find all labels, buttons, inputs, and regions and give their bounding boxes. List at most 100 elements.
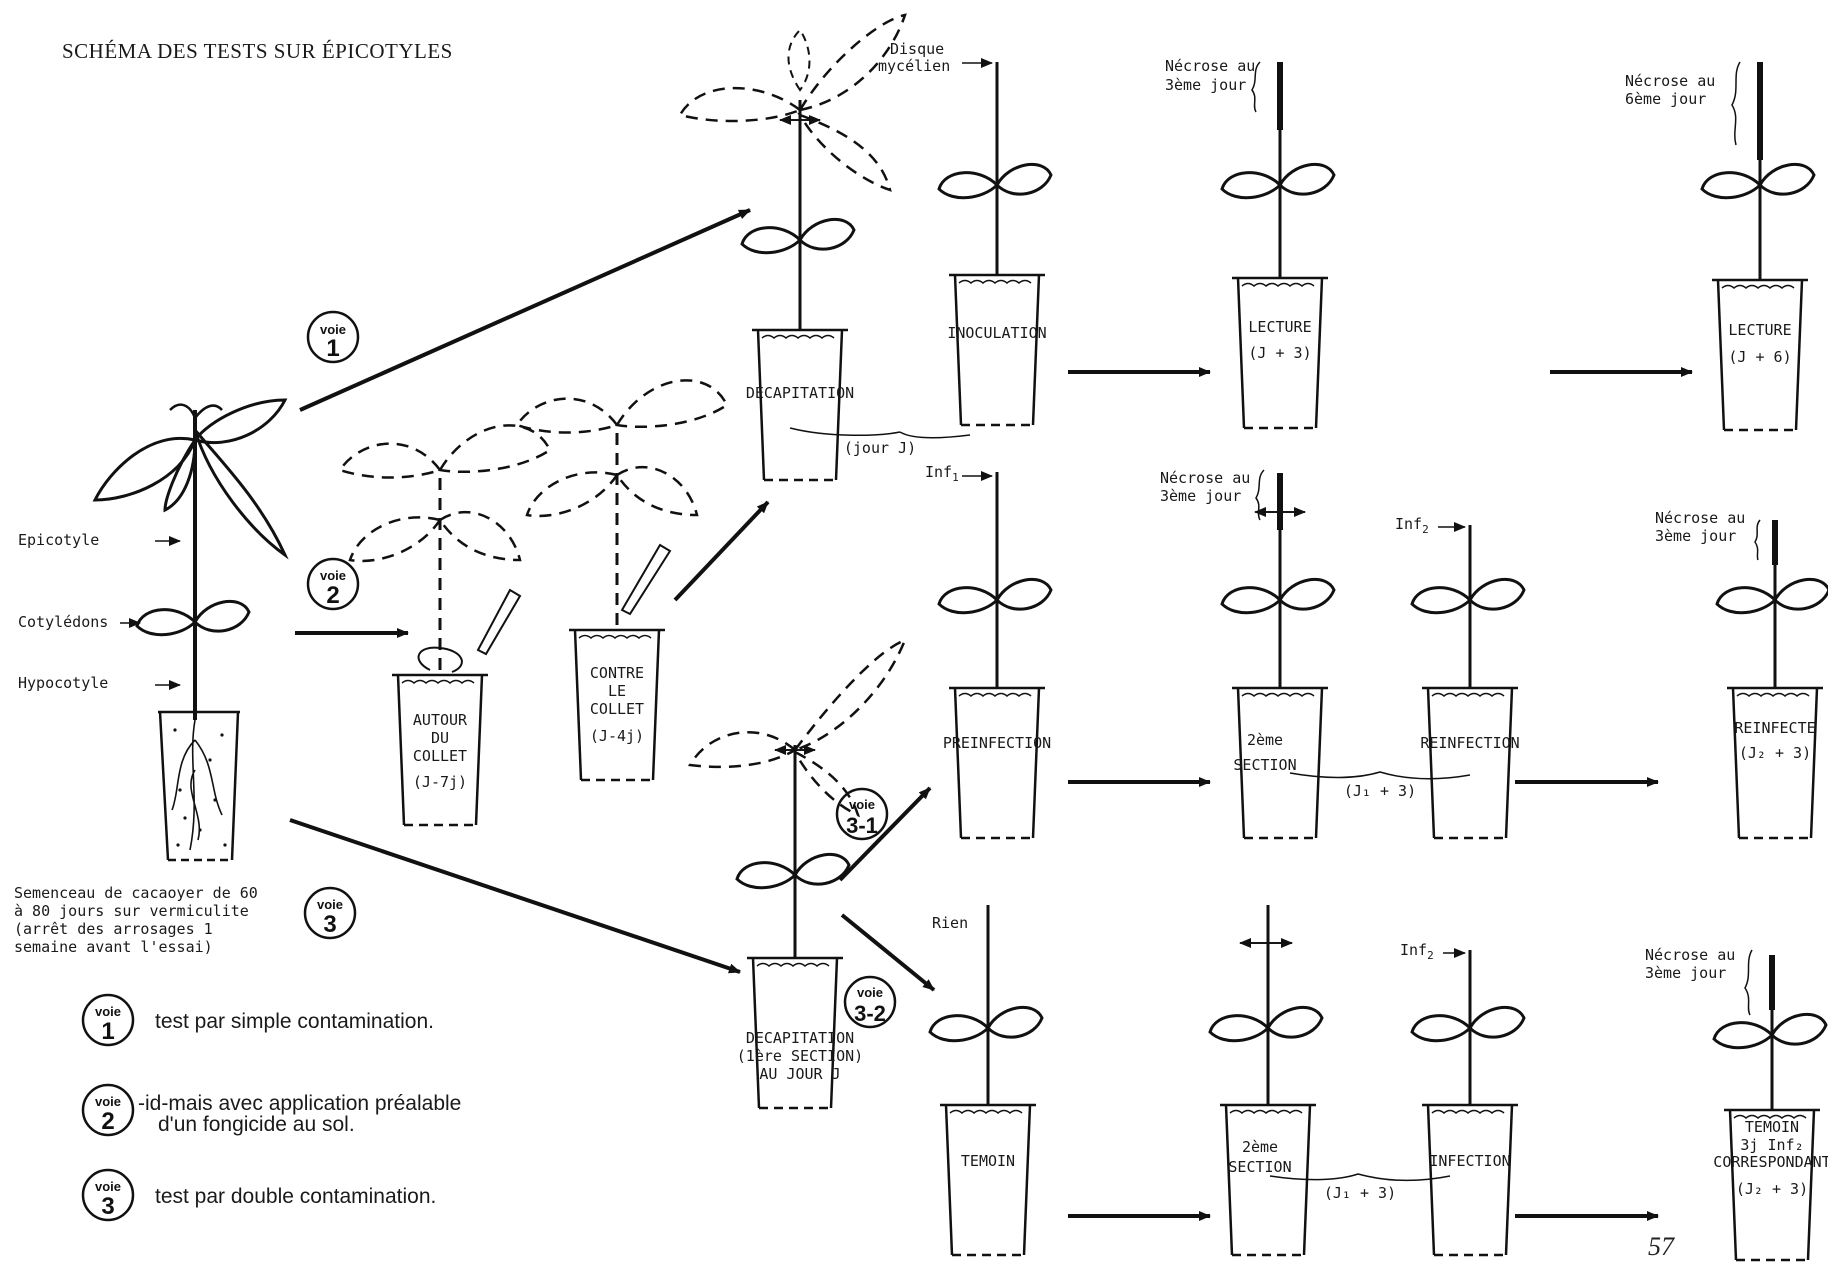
svg-text:voie: voie — [95, 1004, 121, 1019]
seedling-caption: Semenceau de cacaoyer de 60 à 80 jours s… — [14, 884, 258, 956]
note-disque: Disque — [890, 40, 944, 58]
legend-voie-3: voie 3 test par double contamination. — [83, 1170, 436, 1220]
seedling-illustration — [95, 400, 285, 860]
svg-text:voie: voie — [857, 985, 883, 1000]
note-necrose-3c-b: 3ème jour — [1655, 527, 1736, 545]
svg-text:LECTURE: LECTURE — [1728, 321, 1791, 339]
svg-text:INOCULATION: INOCULATION — [947, 324, 1046, 342]
svg-text:(J₂ + 3): (J₂ + 3) — [1739, 744, 1811, 762]
svg-text:AUTOUR: AUTOUR — [413, 711, 468, 729]
svg-text:(J₁ + 3): (J₁ + 3) — [1344, 782, 1416, 800]
svg-text:CORRESPONDANT: CORRESPONDANT — [1713, 1153, 1828, 1171]
svg-text:voie: voie — [95, 1179, 121, 1194]
legend-voie-2: voie 2 -id-mais avec application préalab… — [83, 1085, 461, 1136]
pot-autour-du-collet: AUTOUR DU COLLET (J-7j) — [340, 425, 550, 825]
svg-text:(arrêt des arrosages 1: (arrêt des arrosages 1 — [14, 920, 213, 938]
svg-text:2: 2 — [326, 582, 339, 609]
svg-text:(J-7j): (J-7j) — [413, 773, 467, 791]
svg-text:test par simple contamination.: test par simple contamination. — [155, 1010, 434, 1033]
svg-text:(J₂ + 3): (J₂ + 3) — [1736, 1180, 1808, 1198]
note-inf2: Inf2 — [1395, 515, 1429, 536]
note-necrose-j6-b: 6ème jour — [1625, 90, 1706, 108]
svg-text:3: 3 — [323, 911, 336, 938]
note-necrose-3d-b: 3ème jour — [1645, 964, 1726, 982]
svg-text:COLLET: COLLET — [590, 700, 644, 718]
note-necrose-3b-b: 3ème jour — [1160, 487, 1241, 505]
svg-text:DECAPITATION: DECAPITATION — [746, 384, 854, 402]
label-epicotyle: Epicotyle — [18, 531, 99, 549]
svg-text:REINFECTE: REINFECTE — [1734, 719, 1815, 737]
voie-3-1-badge: voie 3-1 — [837, 789, 887, 839]
note-inf2-b: Inf2 — [1400, 941, 1434, 962]
svg-text:INFECTION: INFECTION — [1429, 1152, 1510, 1170]
note-necrose-3d: Nécrose au — [1645, 946, 1735, 964]
svg-text:voie: voie — [317, 897, 343, 912]
note-inf1: Inf1 — [925, 463, 959, 484]
svg-text:(jour J): (jour J) — [844, 439, 916, 457]
svg-text:3: 3 — [101, 1193, 114, 1220]
svg-text:2: 2 — [101, 1108, 114, 1135]
pot-reinfecte: REINFECTE (J₂ + 3) — [1717, 520, 1828, 838]
svg-text:3j Inf₂: 3j Inf₂ — [1740, 1136, 1803, 1154]
note-mycelien: mycélien — [878, 57, 950, 75]
svg-text:-id-mais avec application préa: -id-mais avec application préalable — [138, 1092, 461, 1115]
svg-text:PREINFECTION: PREINFECTION — [943, 734, 1051, 752]
svg-text:test par double contamination.: test par double contamination. — [155, 1185, 436, 1208]
diagram-title: SCHÉMA DES TESTS SUR ÉPICOTYLES — [62, 39, 453, 63]
svg-text:1: 1 — [326, 335, 339, 362]
page-number: 57 — [1648, 1232, 1675, 1261]
note-rien: Rien — [932, 914, 968, 932]
svg-text:Semenceau de cacaoyer de 60: Semenceau de cacaoyer de 60 — [14, 884, 258, 902]
svg-text:2ème: 2ème — [1242, 1138, 1278, 1156]
note-necrose-j6: Nécrose au — [1625, 72, 1715, 90]
legend-voie-1: voie 1 test par simple contamination. — [83, 995, 434, 1045]
pot-preinfection: PREINFECTION — [939, 472, 1051, 838]
label-cotyledons: Cotylédons — [18, 613, 108, 631]
pot-reinfection: REINFECTION — [1412, 525, 1524, 838]
svg-text:(J + 3): (J + 3) — [1248, 344, 1311, 362]
svg-text:1: 1 — [101, 1018, 114, 1045]
svg-text:(J + 6): (J + 6) — [1728, 348, 1791, 366]
svg-text:(1ère SECTION): (1ère SECTION) — [737, 1047, 863, 1065]
svg-text:3-2: 3-2 — [854, 1001, 886, 1026]
voie-1-badge: voie 1 — [308, 312, 358, 362]
svg-text:DU: DU — [431, 729, 449, 747]
svg-text:2ème: 2ème — [1247, 731, 1283, 749]
svg-text:(J-4j): (J-4j) — [590, 727, 644, 745]
svg-text:d'un fongicide au sol.: d'un fongicide au sol. — [158, 1113, 355, 1136]
svg-text:AU JOUR J: AU JOUR J — [759, 1065, 840, 1083]
svg-text:CONTRE: CONTRE — [590, 664, 644, 682]
pot-decapitation-premiere-section: DECAPITATION (1ère SECTION) AU JOUR J — [690, 640, 905, 1108]
pot-lecture-j6: LECTURE (J + 6) — [1702, 62, 1814, 430]
svg-text:voie: voie — [95, 1094, 121, 1109]
svg-text:REINFECTION: REINFECTION — [1420, 734, 1519, 752]
label-hypocotyle: Hypocotyle — [18, 674, 108, 692]
svg-text:3-1: 3-1 — [846, 813, 878, 838]
note-necrose-j3: Nécrose au — [1165, 57, 1255, 75]
svg-text:COLLET: COLLET — [413, 747, 467, 765]
note-necrose-3b: Nécrose au — [1160, 469, 1250, 487]
svg-text:SECTION: SECTION — [1228, 1158, 1291, 1176]
pot-temoin-correspondant: TEMOIN 3j Inf₂ CORRESPONDANT (J₂ + 3) — [1713, 955, 1828, 1260]
pot-inoculation: INOCULATION — [939, 62, 1051, 425]
voie-3-badge: voie 3 — [305, 888, 355, 938]
svg-text:DECAPITATION: DECAPITATION — [746, 1029, 854, 1047]
pot-temoin: TEMOIN — [930, 905, 1042, 1255]
svg-text:TEMOIN: TEMOIN — [1745, 1118, 1799, 1136]
voie-2-badge: voie 2 — [308, 559, 358, 609]
svg-text:semaine avant l'essai): semaine avant l'essai) — [14, 938, 213, 956]
svg-text:TEMOIN: TEMOIN — [961, 1152, 1015, 1170]
note-necrose-3c: Nécrose au — [1655, 509, 1745, 527]
flow-arrows — [290, 210, 1692, 1216]
note-necrose-j3-b: 3ème jour — [1165, 76, 1246, 94]
svg-text:LE: LE — [608, 682, 626, 700]
svg-text:voie: voie — [320, 568, 346, 583]
svg-text:à 80 jours sur vermiculite: à 80 jours sur vermiculite — [14, 902, 249, 920]
svg-text:LECTURE: LECTURE — [1248, 318, 1311, 336]
svg-text:SECTION: SECTION — [1233, 756, 1296, 774]
svg-text:(J₁ + 3): (J₁ + 3) — [1324, 1184, 1396, 1202]
voie-3-2-badge: voie 3-2 — [845, 977, 895, 1027]
pot-decapitation: DECAPITATION (jour J) — [680, 15, 970, 480]
